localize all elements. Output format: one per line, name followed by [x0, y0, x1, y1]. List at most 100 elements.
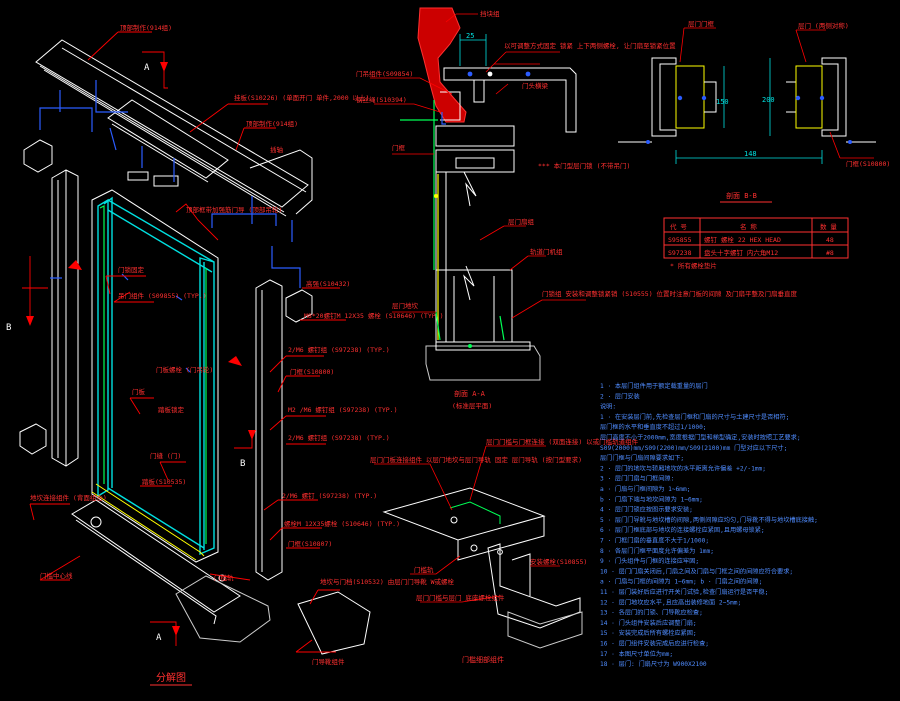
callout-sill-lock: 踏板锁定 — [158, 405, 185, 414]
callout-screw-2: M2 /M6 螺钉组 (S97238) (TYP.) — [288, 405, 398, 414]
parts-table — [663, 217, 849, 259]
callout-guide-shoe-assembly: 门导靴组件 — [312, 657, 345, 666]
callout-bracket: 高强(S10432) — [306, 279, 350, 288]
callout-sill-guide: 地坎与门档(S10532) 由层门门导靴 W或螺栓 — [320, 577, 455, 586]
bb-dim-right: 200 — [762, 96, 775, 104]
bb-dots — [646, 95, 852, 144]
hanger-block — [440, 91, 461, 121]
callout-sill-connector: 地坎连接组件 (背面组合) — [30, 493, 107, 502]
parts-table-row1-qty: 48 — [826, 236, 834, 244]
callout-frame-2: 门框(S10807) — [288, 539, 332, 548]
callout-sill-centerline: 门槛中心线 — [40, 571, 73, 580]
parts-table-header-qty: 数 量 — [820, 222, 837, 231]
note-line: 说明: — [600, 403, 616, 411]
sill-callout-base: 层门门槛与层门 底座螺栓组件 — [416, 593, 505, 602]
aa-callout-track: 轨道门机组 — [530, 247, 563, 256]
note-line: 16 · 层门组件安装完成后应进行检查; — [600, 640, 709, 648]
callout-lock-fixing: 门锁固定 — [118, 265, 145, 274]
left-jamb-inner — [57, 170, 67, 466]
note-line: a · 门扇与门框间隙为 1~6mm; — [600, 485, 690, 493]
sill-edge — [75, 519, 217, 625]
hanger-plate-edge — [111, 123, 209, 183]
callout-screw-3: 2/M6 螺钉组 (S97238) (TYP.) — [288, 433, 390, 442]
aa-callout-header: 门头横梁 — [522, 81, 549, 90]
note-line: 7 · 门框门扇的垂直度不大于1/1000; — [600, 537, 709, 545]
door-guide-a — [127, 171, 149, 181]
right-jamb — [255, 279, 283, 581]
note-line: 14 · 门头组件安装后应调整门扇; — [600, 619, 697, 627]
callout-hanger-plate-text: 挂板(S10226) (单面开门 单件,2000 以上) — [234, 93, 369, 102]
bb-right-frame — [821, 57, 847, 137]
bb-dim-left: 150 — [716, 98, 729, 106]
parts-table-header-code: 代 号 — [670, 222, 687, 231]
bb-left-clip — [704, 81, 717, 113]
bb-dimensions — [675, 58, 823, 164]
callout-door-panel: 门板 — [132, 387, 146, 396]
note-line: 2 · 层门的地坎与轿厢地坎的水平距离允许偏差 +2/-1mm; — [600, 464, 766, 472]
note-line: 3 · 层门门扇与门框间隙: — [600, 475, 674, 483]
sill-callout-bolt: 安装螺栓(S10855) — [530, 557, 587, 566]
bb-right-door — [795, 65, 823, 129]
note-line: 11 · 层门装好后应进行开关门试验,检查门扇运行是否平稳; — [600, 588, 768, 596]
exploded-view — [19, 39, 371, 655]
section-marks: A A B B — [6, 63, 245, 643]
green-accents — [99, 205, 207, 544]
note-line: 10 · 层门门扇关闭后,门扇之间及门扇与门框之间的间隙应符合要求; — [600, 567, 793, 575]
note-line: 17 · 本图尺寸单位为mm; — [600, 650, 673, 658]
sill-bolt-2 — [470, 544, 478, 552]
note-line: 1 · 在安装层门前,先检查层门框和门扇的尺寸与土建尺寸是否相符; — [600, 413, 789, 421]
aa-callout-note: *** 本门型层门锁 (不带吊门) — [538, 161, 630, 170]
section-aa-callouts: 挡块组 门吊组件(S09854) 钢丝绳(S10394) 门头横梁 以可调整方式… — [356, 9, 797, 310]
section-aa-dim-text: 25 — [466, 32, 474, 40]
parts-table-row2-qty: #8 — [826, 249, 834, 257]
note-line: 2 · 层门安装 — [600, 392, 640, 400]
sill-detail-drawing — [382, 487, 583, 649]
section-bb-title: 剖面 B-B — [726, 191, 757, 200]
callout-sill-rail: 门槛轨 — [214, 573, 234, 582]
callout-top-rail-2: 顶部制作(914组) — [246, 119, 298, 128]
sill-detail-title: 门槛细部组件 — [462, 655, 504, 664]
callout-top-rail: 顶部制作(914组) — [120, 23, 172, 32]
parts-table-row1-code: S95855 — [668, 236, 692, 244]
note-line: 15 · 安装完成后所有螺栓应紧固; — [600, 629, 697, 637]
parts-table-row1-name: 螺钉 螺栓 22 HEX HEAD — [704, 235, 781, 244]
section-mark-b-right: B — [240, 459, 245, 469]
break-line-bottom — [463, 265, 475, 301]
aa-callout-hanger: 门吊组件(S09854) — [356, 69, 413, 78]
door-guide-b — [153, 175, 179, 187]
header-bracket — [443, 67, 577, 133]
note-line: 1 · 本层门组件用于额定载重量的层门 — [600, 382, 708, 390]
bb-leaders — [679, 27, 874, 159]
sill-rail — [435, 341, 531, 351]
parts-table-border — [663, 217, 849, 259]
parts-table-header-name: 名 称 — [740, 222, 757, 231]
note-line: b · 门扇下端与地坎间隙为 1~6mm; — [600, 495, 703, 503]
parts-table-text: 代 号 名 称 数 量 S95855 螺钉 螺栓 22 HEX HEAD 48 … — [668, 222, 837, 270]
note-line: 5 · 层门门导靴与地坎槽的间隙,两侧间隙应均匀,门导靴不得与地坎槽底接触; — [600, 516, 818, 524]
parts-table-footnote: * 所有螺栓垫片 — [670, 261, 717, 270]
roller — [90, 516, 102, 528]
aa-callout-adjust: 以可调整方式固定 锁紧 上下两侧螺栓, 让门扇至锁紧位置 — [504, 41, 676, 50]
callout-door-gap: 门缝 (门) — [150, 451, 181, 460]
sill-detail-callouts: 层门门槛与门框连接 (双面连接) 以或门槛轨道组件 层门门板连接组件 以层门地坎… — [370, 437, 639, 602]
note-line: 18 · 层门: 门扇尺寸为 W900X2100 — [600, 660, 707, 668]
hanger-plate — [107, 99, 229, 179]
note-line: 8 · 各层门门框平面度允许偏差为 1mm; — [600, 547, 714, 555]
parts-table-row2-code: S97238 — [668, 249, 692, 257]
aa-callout-door-leaf: 层门扇组 — [508, 217, 535, 226]
exploded-view-title: 分解图 — [156, 671, 186, 684]
note-line: 层门高度不小于2000mm,宽度根据门型和梯型确定,安装时按照工艺要求; — [600, 434, 801, 442]
aa-callout-frame: 门框 — [392, 143, 406, 152]
callout-frame-1: 门框(S10800) — [290, 367, 334, 376]
aa-callout-sill: 层门地坎 — [392, 301, 419, 310]
bb-left-door — [675, 65, 705, 129]
upper-track — [435, 125, 515, 147]
section-arrows — [26, 62, 256, 636]
callout-bolt-2: 螺栓M 12X35螺栓 (S10646) (TYP.) — [284, 519, 400, 528]
exploded-callouts: 顶部制作(914组) 挂板(S10226) (单面开门 单件,2000 以上) … — [30, 23, 455, 666]
sill-bolt-3 — [497, 549, 503, 555]
bb-callouts: 层门门框 层门 (两侧对称) 门框(S10800) — [688, 19, 890, 168]
sill-rail-profile — [487, 543, 581, 629]
